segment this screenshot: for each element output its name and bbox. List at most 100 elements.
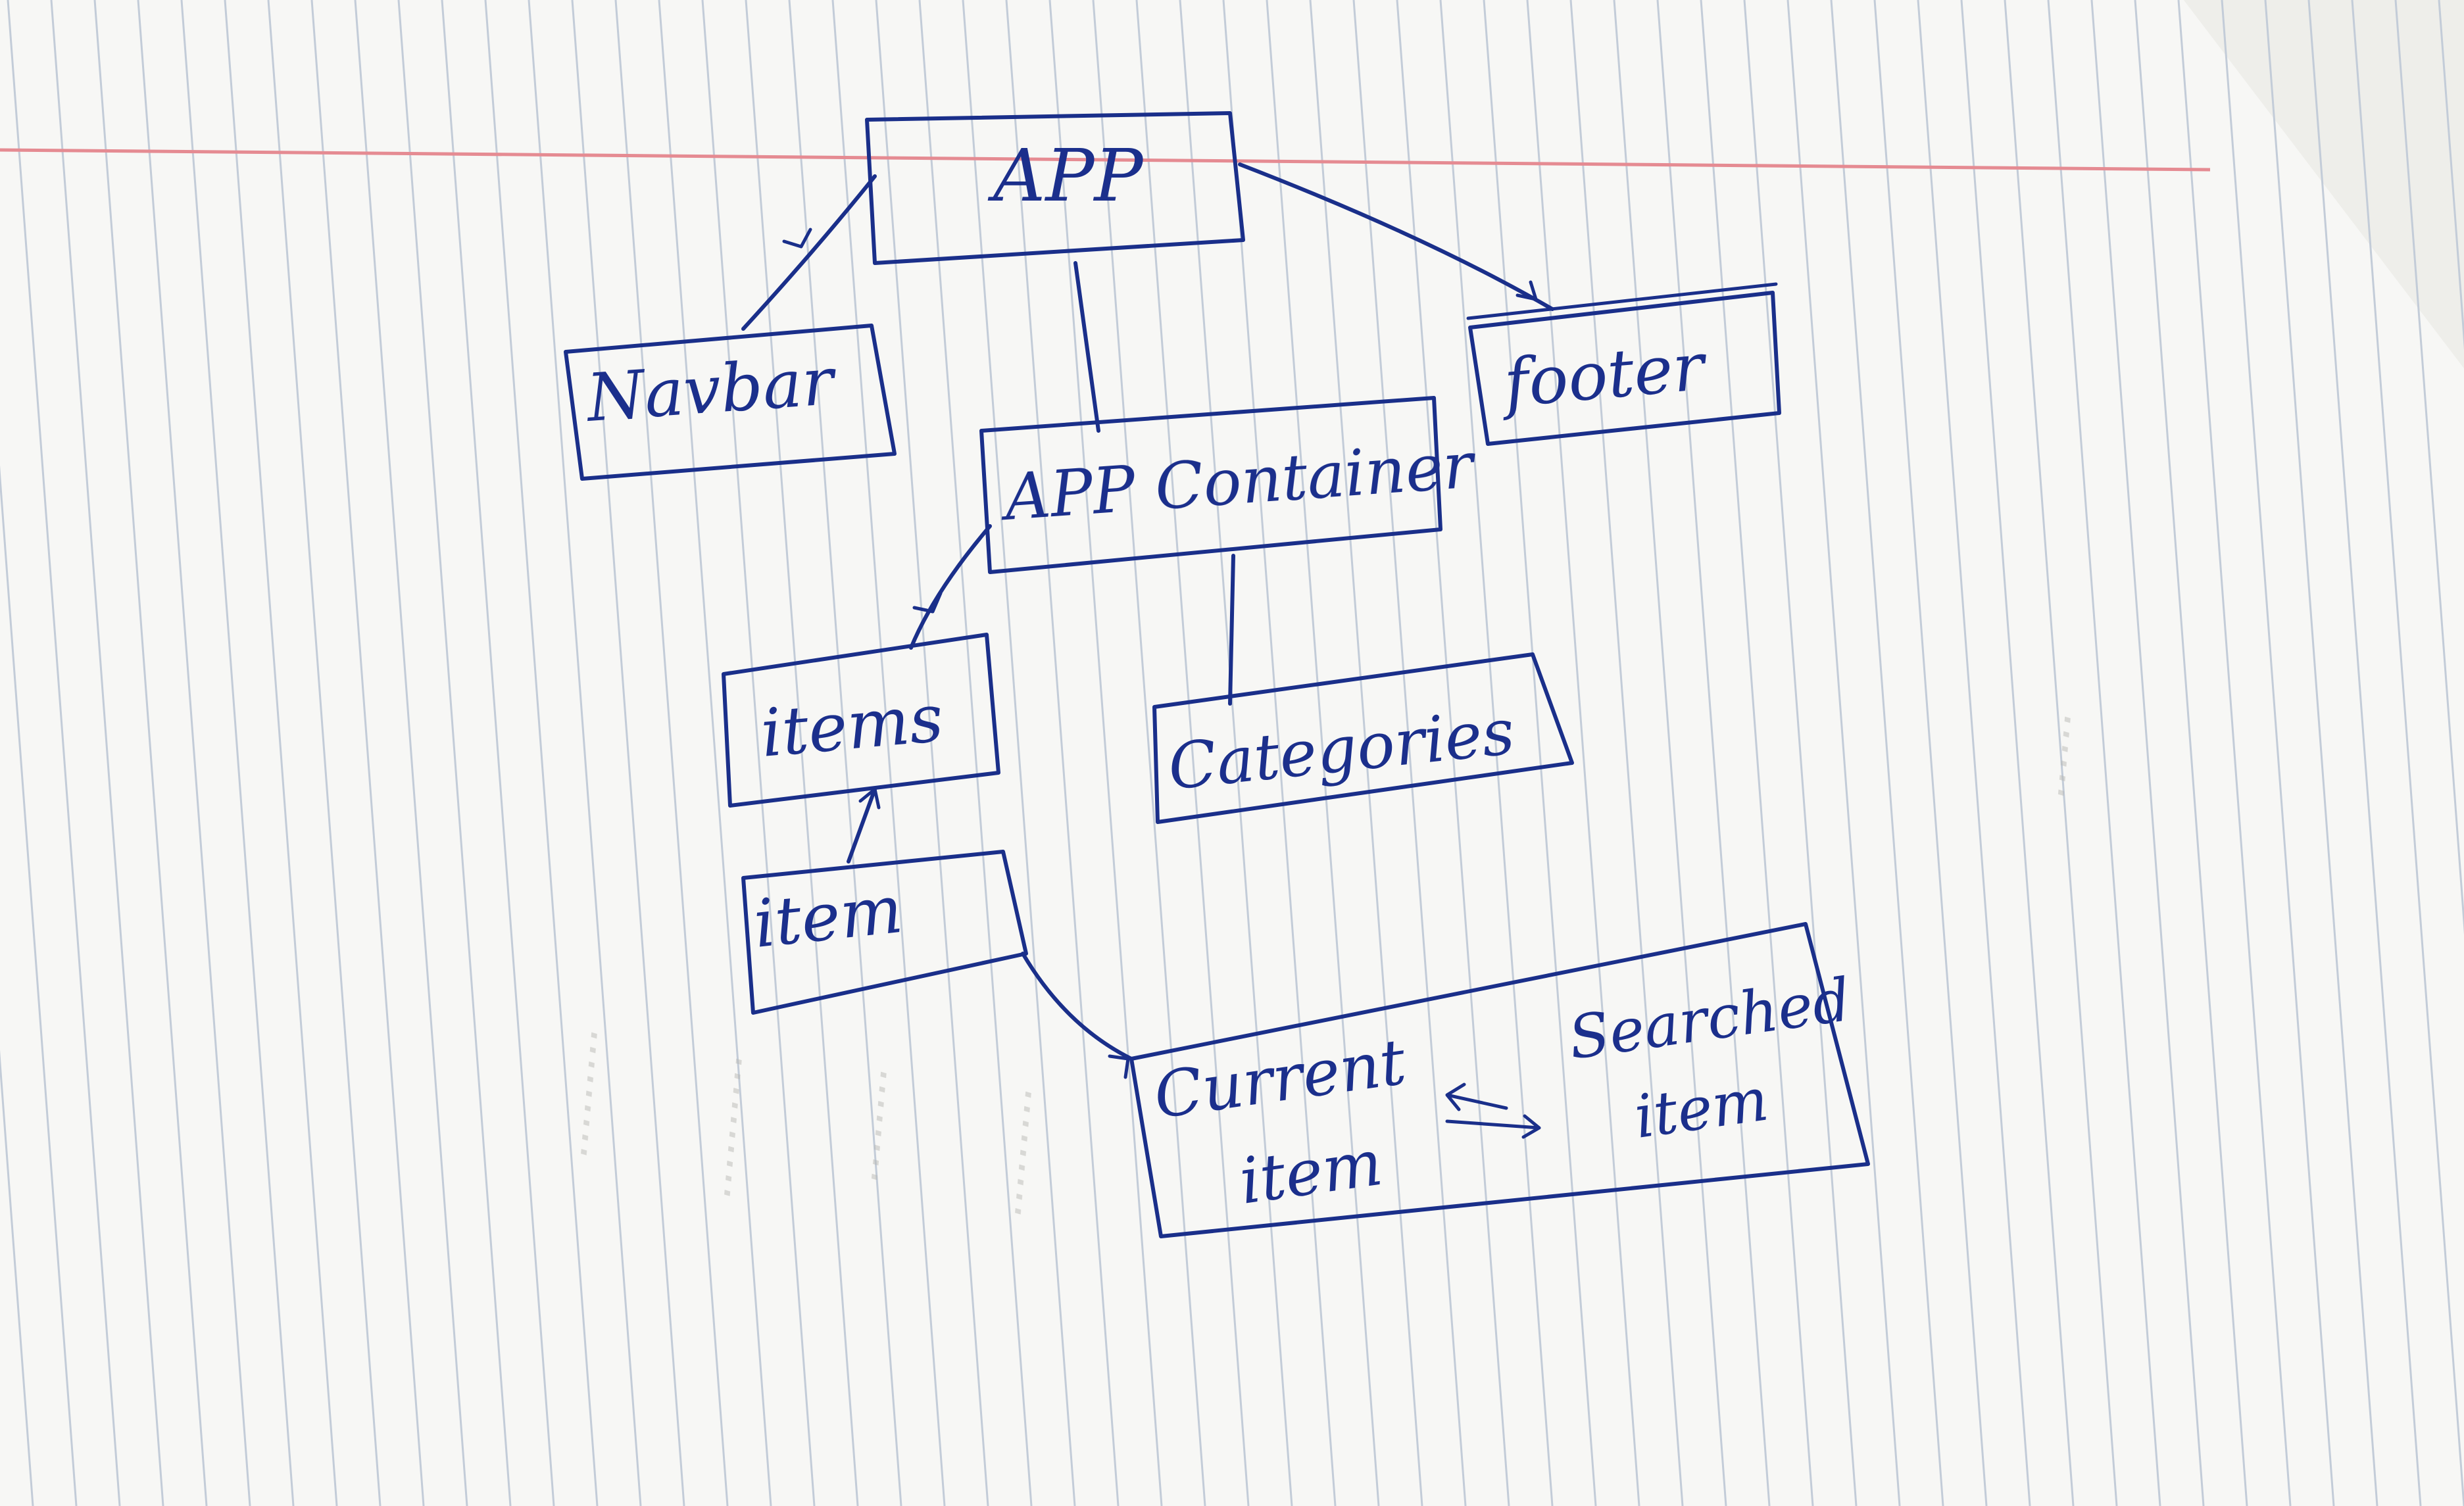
rule-line — [2004, 0, 2118, 1506]
show-through-writing: ········· ·········· ········ ········· … — [556, 710, 2095, 1221]
rule-line — [2047, 0, 2161, 1506]
rule-line — [1222, 0, 1337, 1506]
rule-line — [1266, 0, 1380, 1506]
rule-line — [354, 0, 468, 1506]
item-box — [741, 850, 1028, 1015]
rule-line — [1613, 0, 1727, 1506]
rule-line — [1786, 0, 1901, 1506]
rule-line — [1569, 0, 1684, 1506]
rule-line — [2394, 0, 2464, 935]
rule-line — [2177, 0, 2292, 1506]
rule-line — [1309, 0, 1423, 1506]
rule-line — [571, 0, 685, 1506]
rule-line — [441, 0, 555, 1506]
footer-box-double-line — [1466, 282, 1778, 320]
rule-line — [1917, 0, 2031, 1506]
rule-line — [2264, 0, 2378, 1506]
app-container-box — [979, 396, 1442, 574]
rule-line — [1656, 0, 1771, 1506]
rule-line — [0, 1050, 34, 1506]
rule-line — [2221, 0, 2335, 1506]
rule-line — [0, 465, 78, 1506]
rule-line — [484, 0, 599, 1506]
svg-text:·········: ········· — [991, 1084, 1056, 1221]
arrowhead-current — [1108, 1054, 1130, 1079]
rule-line — [1743, 0, 1858, 1506]
rule-line — [658, 0, 772, 1506]
rule-line — [831, 0, 946, 1506]
edge-app-container — [1073, 261, 1100, 433]
node-item: item — [741, 850, 1028, 1015]
rule-line — [1700, 0, 1814, 1506]
svg-text:········: ········ — [847, 1065, 911, 1186]
node-navbar: Navbar — [564, 324, 897, 481]
app-box — [865, 111, 1245, 265]
rule-line — [224, 0, 338, 1506]
navbar-label: Navbar — [583, 343, 839, 437]
rule-line — [180, 0, 295, 1506]
categories-box — [1152, 652, 1574, 824]
rule-line — [788, 0, 902, 1506]
rule-line — [397, 0, 512, 1506]
rule-line — [310, 0, 425, 1506]
rule-line — [1830, 0, 1944, 1506]
footer-box — [1468, 291, 1781, 446]
edge-item-current — [1021, 952, 1133, 1061]
rule-line — [614, 0, 729, 1506]
rule-line — [2307, 0, 2422, 1506]
rule-line — [918, 0, 1033, 1506]
arrow-right — [1445, 1114, 1541, 1139]
edge-container-categories — [1228, 554, 1235, 706]
edges — [741, 162, 1554, 1139]
current-searched-box — [1129, 922, 1870, 1238]
arrow-left — [1445, 1082, 1508, 1111]
items-box — [722, 633, 1000, 808]
item-label: item — [750, 871, 906, 963]
edge-app-navbar — [741, 174, 877, 331]
rule-line — [1960, 0, 2075, 1506]
arrowhead-navbar — [782, 228, 812, 249]
rule-line — [701, 0, 816, 1506]
paper-shadow — [2184, 0, 2464, 368]
rule-line — [1092, 0, 1206, 1506]
rule-line — [1005, 0, 1120, 1506]
arrowhead-footer — [1515, 280, 1538, 301]
rule-line — [1135, 0, 1250, 1506]
rule-line — [1873, 0, 1988, 1506]
svg-text:··········: ·········· — [700, 1052, 766, 1202]
svg-text:······: ······ — [2033, 710, 2094, 802]
rule-line — [1179, 0, 1293, 1506]
items-label: items — [758, 679, 947, 772]
footer-label: footer — [1496, 328, 1711, 422]
rule-line — [528, 0, 642, 1506]
rule-line — [1396, 0, 1510, 1506]
rule-line — [1526, 0, 1640, 1506]
edge-app-footer — [1238, 162, 1554, 311]
edge-items-item — [847, 787, 877, 863]
rule-line — [1483, 0, 1597, 1506]
app-label: APP — [987, 134, 1144, 218]
arrowhead-items — [912, 591, 943, 614]
rule-line — [875, 0, 989, 1506]
rule-line — [962, 0, 1076, 1506]
rule-line — [2438, 0, 2464, 351]
rule-line — [1352, 0, 1467, 1506]
svg-text:·········: ········· — [556, 1025, 622, 1161]
rule-line — [50, 0, 164, 1506]
node-app: APP — [865, 111, 1245, 265]
node-footer: footer — [1466, 282, 1781, 446]
rule-line — [93, 0, 208, 1506]
arrowhead-item — [858, 787, 881, 810]
rule-line — [745, 0, 859, 1506]
rule-line — [1439, 0, 1554, 1506]
rule-line — [137, 0, 251, 1506]
rule-line — [7, 0, 121, 1506]
node-items: items — [722, 633, 1000, 808]
margin-line — [0, 148, 2211, 172]
rule-line — [2090, 0, 2205, 1506]
rule-line — [267, 0, 382, 1506]
